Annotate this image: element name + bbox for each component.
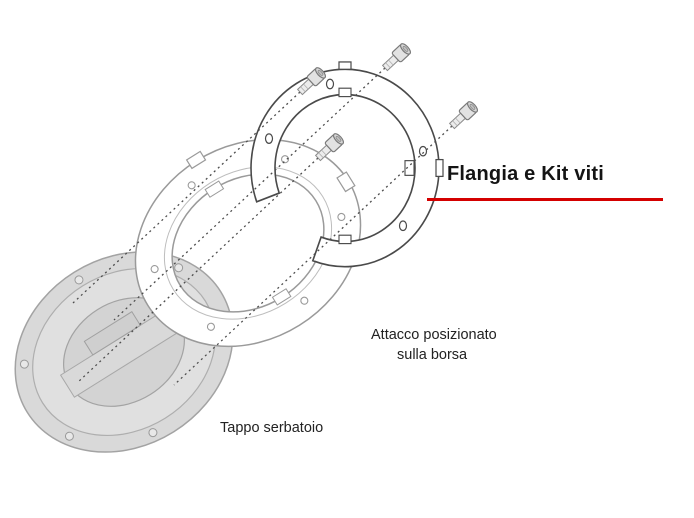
flange-outer-tab <box>435 158 444 178</box>
screw-thread-mark <box>455 117 461 124</box>
tank-cap-label: Tappo serbatoio <box>220 420 324 436</box>
bag-ring-hole <box>206 322 216 331</box>
screw-socket <box>317 69 324 76</box>
screw-thread-mark <box>452 120 458 127</box>
screw-socket <box>335 135 342 142</box>
screw-socket <box>402 45 409 52</box>
bag-mount-label: Attacco posizionato sulla borsa <box>371 325 497 365</box>
flange-screw-hole <box>398 220 408 232</box>
flange-screw-hole <box>325 78 335 90</box>
cap-rim-hole <box>64 431 74 441</box>
bag-ring-tab <box>185 150 207 170</box>
screw-axis-line <box>113 67 386 321</box>
screw-thread-mark <box>385 62 391 69</box>
screw-3 <box>314 133 345 162</box>
flange-screw-hole <box>264 133 274 144</box>
bag-ring-hole <box>150 264 159 274</box>
screw-kit <box>296 43 479 162</box>
flange-inner-notch <box>404 160 415 176</box>
bag-ring-hole <box>187 181 196 190</box>
flange-outer-tab <box>338 61 352 70</box>
screw-axis-line <box>72 91 301 304</box>
flange-screw-hole <box>418 145 428 157</box>
cap-rim-hole <box>74 275 84 285</box>
bag-mount-label-line1: Attacco posizionato <box>371 327 497 343</box>
flange-inner-notch <box>338 87 352 98</box>
screw-thread-mark <box>321 149 327 156</box>
bag-ring-hole <box>337 212 346 222</box>
bag-ring-notch <box>271 288 292 306</box>
bag-ring-hole <box>300 296 309 305</box>
bag-ring-hole <box>280 155 290 164</box>
cap-rim-hole <box>148 428 158 438</box>
bag-ring-inner-contour <box>163 166 333 320</box>
screw-1 <box>296 67 327 96</box>
screw-thread-mark <box>303 83 309 90</box>
cap-rim-hole <box>174 263 184 273</box>
flange-kit-label: Flangia e Kit viti <box>447 163 604 185</box>
cap-key-cover <box>83 311 142 356</box>
flange-inner-notch <box>338 234 352 245</box>
bag-ring-tab <box>336 171 356 193</box>
bag-mount-label-line2: sulla borsa <box>397 347 468 363</box>
screw-thread-mark <box>318 152 324 159</box>
screw-socket <box>469 103 476 110</box>
screw-thread-mark <box>300 86 306 93</box>
screw-thread-mark <box>388 59 394 66</box>
bag-ring-notch <box>204 180 225 198</box>
screw-2 <box>381 43 412 72</box>
screw-axis-lines <box>72 67 453 386</box>
cap-rim-hole <box>19 359 29 369</box>
screw-4 <box>448 101 479 130</box>
